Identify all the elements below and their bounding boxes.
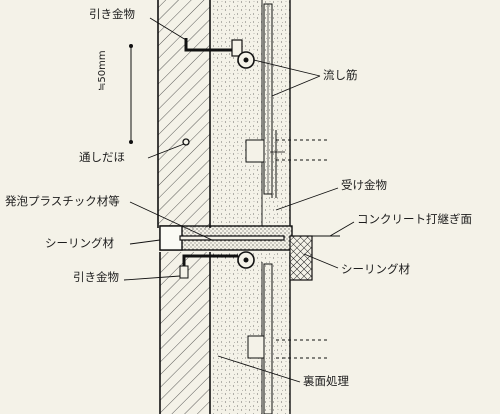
top-anchor-hardware <box>184 38 255 69</box>
leader-lines <box>123 17 355 383</box>
label-sealing-right: シーリング材 <box>340 262 411 276</box>
receiving-bracket-lower <box>247 335 330 359</box>
label-weep-dowel: 通しだほ <box>78 150 126 164</box>
receiving-bracket-upper <box>245 130 330 198</box>
label-pull-anchor-top: 引き金物 <box>88 7 136 21</box>
label-receiving-bracket: 受け金物 <box>340 178 388 192</box>
upper-stone-panel <box>157 0 211 228</box>
dimension-line <box>129 44 133 144</box>
lower-stone-panel <box>159 252 211 414</box>
label-dimension: ≒50mm <box>97 49 108 92</box>
label-drip-bar: 流し筋 <box>322 68 359 82</box>
label-concrete-joint: コンクリート打継ぎ面 <box>356 212 473 226</box>
backing-concrete <box>212 0 291 414</box>
label-sealing-left: シーリング材 <box>44 236 115 250</box>
weep-dowel-shape <box>182 138 190 146</box>
joint-zone <box>159 225 340 281</box>
label-back-treatment: 裏面処理 <box>302 374 350 388</box>
label-pull-anchor-bottom: 引き金物 <box>72 270 120 284</box>
label-foam-plastic: 発泡プラスチック材等 <box>4 194 121 208</box>
bottom-anchor-hardware <box>179 251 255 279</box>
